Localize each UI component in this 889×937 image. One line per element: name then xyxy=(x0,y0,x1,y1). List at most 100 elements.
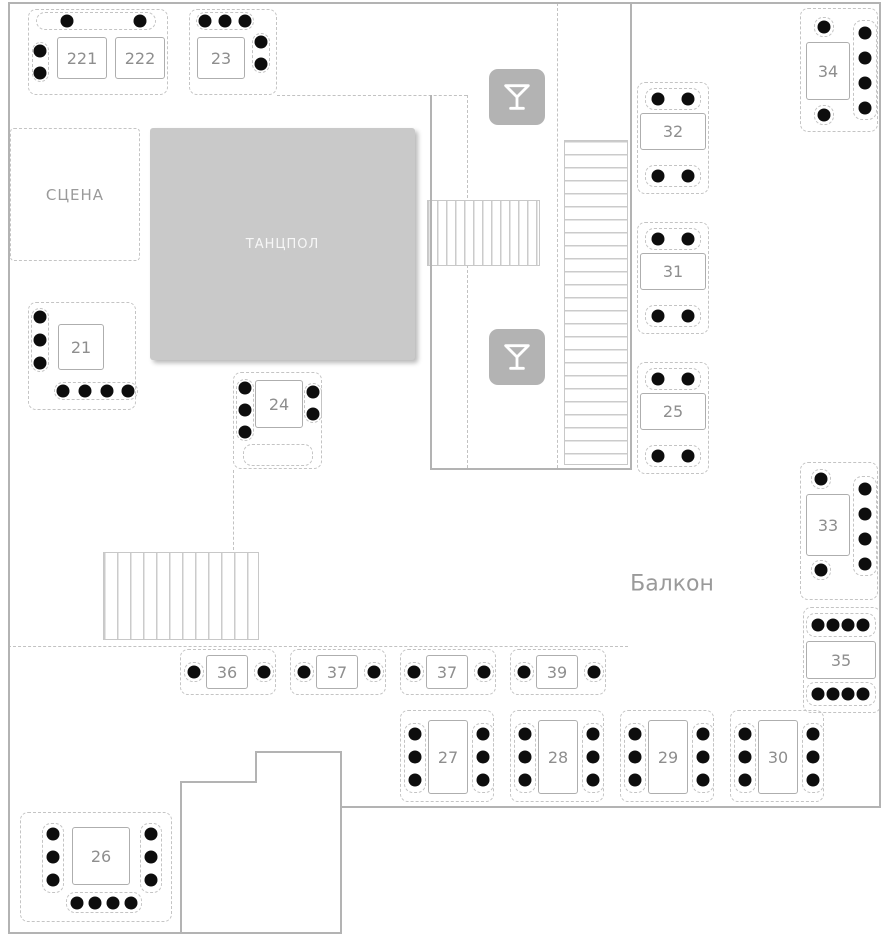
seat-dot[interactable] xyxy=(238,403,252,417)
table-37[interactable]: 37 xyxy=(316,655,358,689)
table-35[interactable]: 35 xyxy=(806,641,876,679)
seat-dot[interactable] xyxy=(696,727,710,741)
seat-dot[interactable] xyxy=(306,385,320,399)
table-222[interactable]: 222 xyxy=(115,37,165,79)
seat-dot[interactable] xyxy=(254,35,268,49)
seat-dot[interactable] xyxy=(681,372,695,386)
seat-dot[interactable] xyxy=(681,309,695,323)
seat-dot[interactable] xyxy=(858,76,872,90)
seat-dot[interactable] xyxy=(587,665,601,679)
seat-dot[interactable] xyxy=(651,309,665,323)
seat-dot[interactable] xyxy=(187,665,201,679)
seat-dot[interactable] xyxy=(238,14,252,28)
seat-dot[interactable] xyxy=(297,665,311,679)
seat-dot[interactable] xyxy=(841,687,855,701)
table-25[interactable]: 25 xyxy=(640,393,706,430)
table-30[interactable]: 30 xyxy=(758,720,798,794)
table-34[interactable]: 34 xyxy=(806,42,850,100)
seat-dot[interactable] xyxy=(681,169,695,183)
seat-dot[interactable] xyxy=(814,472,828,486)
seat-dot[interactable] xyxy=(696,750,710,764)
seat-dot[interactable] xyxy=(408,727,422,741)
table-28[interactable]: 28 xyxy=(538,720,578,794)
seat-dot[interactable] xyxy=(476,727,490,741)
seat-dot[interactable] xyxy=(33,44,47,58)
seat-dot[interactable] xyxy=(806,727,820,741)
seat-dot[interactable] xyxy=(517,665,531,679)
seat-dot[interactable] xyxy=(408,750,422,764)
table-21[interactable]: 21 xyxy=(58,324,104,370)
seat-dot[interactable] xyxy=(518,750,532,764)
table-221[interactable]: 221 xyxy=(57,37,107,79)
seat-dot[interactable] xyxy=(476,750,490,764)
seat-dot[interactable] xyxy=(367,665,381,679)
seat-dot[interactable] xyxy=(238,381,252,395)
seat-dot[interactable] xyxy=(628,750,642,764)
seat-dot[interactable] xyxy=(46,827,60,841)
seat-dot[interactable] xyxy=(586,727,600,741)
table-26[interactable]: 26 xyxy=(72,827,130,885)
seat-dot[interactable] xyxy=(218,14,232,28)
table-29[interactable]: 29 xyxy=(648,720,688,794)
seat-dot[interactable] xyxy=(133,14,147,28)
seat-dot[interactable] xyxy=(628,727,642,741)
seat-dot[interactable] xyxy=(651,169,665,183)
seat-dot[interactable] xyxy=(306,407,320,421)
seat-dot[interactable] xyxy=(56,384,70,398)
seat-dot[interactable] xyxy=(121,384,135,398)
table-37[interactable]: 37 xyxy=(426,655,468,689)
seat-dot[interactable] xyxy=(651,372,665,386)
seat-dot[interactable] xyxy=(198,14,212,28)
table-31[interactable]: 31 xyxy=(640,253,706,290)
seat-dot[interactable] xyxy=(33,356,47,370)
seat-dot[interactable] xyxy=(651,232,665,246)
seat-dot[interactable] xyxy=(60,14,74,28)
seat-dot[interactable] xyxy=(78,384,92,398)
seat-dot[interactable] xyxy=(806,750,820,764)
seat-dot[interactable] xyxy=(100,384,114,398)
seat-dot[interactable] xyxy=(46,873,60,887)
seat-dot[interactable] xyxy=(408,773,422,787)
seat-dot[interactable] xyxy=(106,896,120,910)
table-32[interactable]: 32 xyxy=(640,113,706,150)
seat-dot[interactable] xyxy=(144,873,158,887)
table-36[interactable]: 36 xyxy=(206,655,248,689)
seat-dot[interactable] xyxy=(254,57,268,71)
seat-dot[interactable] xyxy=(651,92,665,106)
seat-dot[interactable] xyxy=(586,750,600,764)
seat-dot[interactable] xyxy=(518,727,532,741)
seat-dot[interactable] xyxy=(826,687,840,701)
seat-dot[interactable] xyxy=(858,26,872,40)
seat-dot[interactable] xyxy=(257,665,271,679)
seat-dot[interactable] xyxy=(407,665,421,679)
seat-dot[interactable] xyxy=(858,482,872,496)
seat-dot[interactable] xyxy=(858,507,872,521)
seat-dot[interactable] xyxy=(628,773,642,787)
seat-dot[interactable] xyxy=(477,665,491,679)
seat-dot[interactable] xyxy=(144,850,158,864)
seat-dot[interactable] xyxy=(46,850,60,864)
seat-dot[interactable] xyxy=(681,232,695,246)
table-39[interactable]: 39 xyxy=(536,655,578,689)
seat-dot[interactable] xyxy=(144,827,158,841)
seat-dot[interactable] xyxy=(858,557,872,571)
seat-dot[interactable] xyxy=(33,310,47,324)
seat-dot[interactable] xyxy=(856,618,870,632)
seat-dot[interactable] xyxy=(811,687,825,701)
seat-dot[interactable] xyxy=(806,773,820,787)
seat-dot[interactable] xyxy=(696,773,710,787)
seat-dot[interactable] xyxy=(238,425,252,439)
table-24[interactable]: 24 xyxy=(255,380,303,428)
seat-dot[interactable] xyxy=(858,51,872,65)
seat-dot[interactable] xyxy=(814,563,828,577)
seat-dot[interactable] xyxy=(651,449,665,463)
seat-dot[interactable] xyxy=(681,449,695,463)
seat-dot[interactable] xyxy=(841,618,855,632)
table-23[interactable]: 23 xyxy=(197,37,245,79)
seat-dot[interactable] xyxy=(858,532,872,546)
table-27[interactable]: 27 xyxy=(428,720,468,794)
seat-dot[interactable] xyxy=(738,773,752,787)
seat-dot[interactable] xyxy=(856,687,870,701)
seat-dot[interactable] xyxy=(70,896,84,910)
seat-dot[interactable] xyxy=(817,20,831,34)
